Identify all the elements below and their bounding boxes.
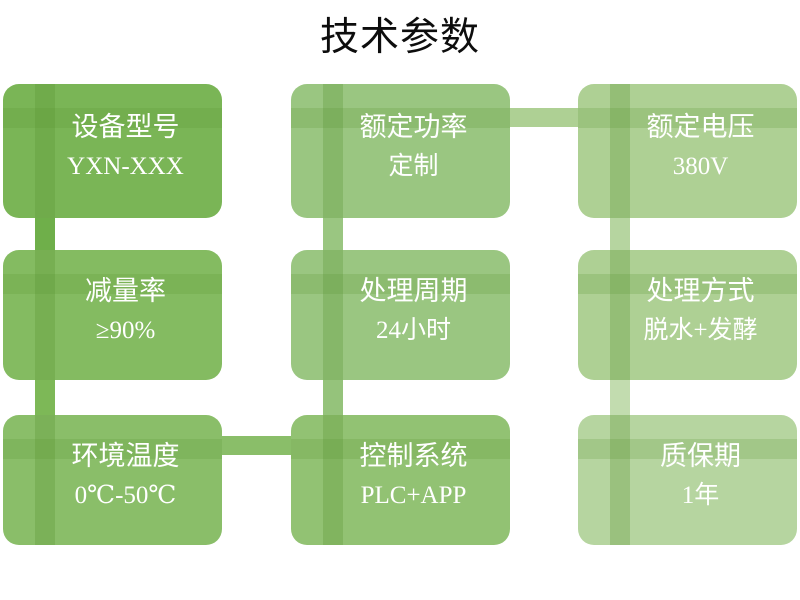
card-body: 环境温度 0℃-50℃ [3,415,222,545]
card-body: 处理方式脱水+发酵 [578,250,797,380]
connector-v-reduction-to-temperature [35,374,55,422]
card-body: 减量率 ≥90% [3,250,222,380]
card-body: 额定电压 380V [578,84,797,218]
card-body: 控制系统 PLC+APP [291,415,510,545]
card-value: ≥90% [95,317,156,344]
card-value: 0℃-50℃ [74,482,177,509]
card-label: 额定功率 [359,112,468,142]
connector-h-power-to-voltage [500,108,590,127]
card-label: 环境温度 [71,441,180,471]
connector-v-voltage-to-method [610,210,630,258]
connector-v-method-to-warranty [610,374,630,422]
parameter-card-ambient-temperature[interactable]: 环境温度 0℃-50℃ [3,415,222,545]
card-value: 定制 [388,153,439,180]
card-label: 处理周期 [359,276,468,306]
parameter-card-model[interactable]: 设备型号 YXN-XXX [3,84,222,218]
parameter-card-rated-voltage[interactable]: 额定电压 380V [578,84,797,218]
parameter-card-treatment-cycle[interactable]: 处理周期 24小时 [291,250,510,380]
card-value: 脱水+发酵 [643,317,758,344]
parameter-card-control-system[interactable]: 控制系统 PLC+APP [291,415,510,545]
card-label: 处理方式 [646,276,755,306]
parameter-card-reduction-rate[interactable]: 减量率 ≥90% [3,250,222,380]
card-label: 控制系统 [359,441,468,471]
card-value: 380V [672,153,729,180]
connector-v-cycle-to-control [323,374,343,422]
card-label: 额定电压 [646,112,755,142]
card-body: 设备型号 YXN-XXX [3,84,222,218]
card-body: 额定功率定制 [291,84,510,218]
parameter-card-treatment-method[interactable]: 处理方式脱水+发酵 [578,250,797,380]
card-label: 减量率 [85,276,166,306]
card-value: 1年 [681,482,720,509]
card-label: 设备型号 [71,112,180,142]
card-label: 质保期 [660,441,741,471]
page-title: 技术参数 [319,16,480,59]
card-body: 质保期 1年 [578,415,797,545]
parameter-card-warranty[interactable]: 质保期 1年 [578,415,797,545]
card-value: PLC+APP [360,482,467,509]
connector-h-temperature-to-control [212,436,302,455]
card-value: 24小时 [375,317,451,344]
connector-v-power-to-cycle [323,210,343,258]
connector-v-model-to-reduction [35,210,55,258]
parameter-card-rated-power[interactable]: 额定功率定制 [291,84,510,218]
card-value: YXN-XXX [67,153,184,180]
card-body: 处理周期 24小时 [291,250,510,380]
